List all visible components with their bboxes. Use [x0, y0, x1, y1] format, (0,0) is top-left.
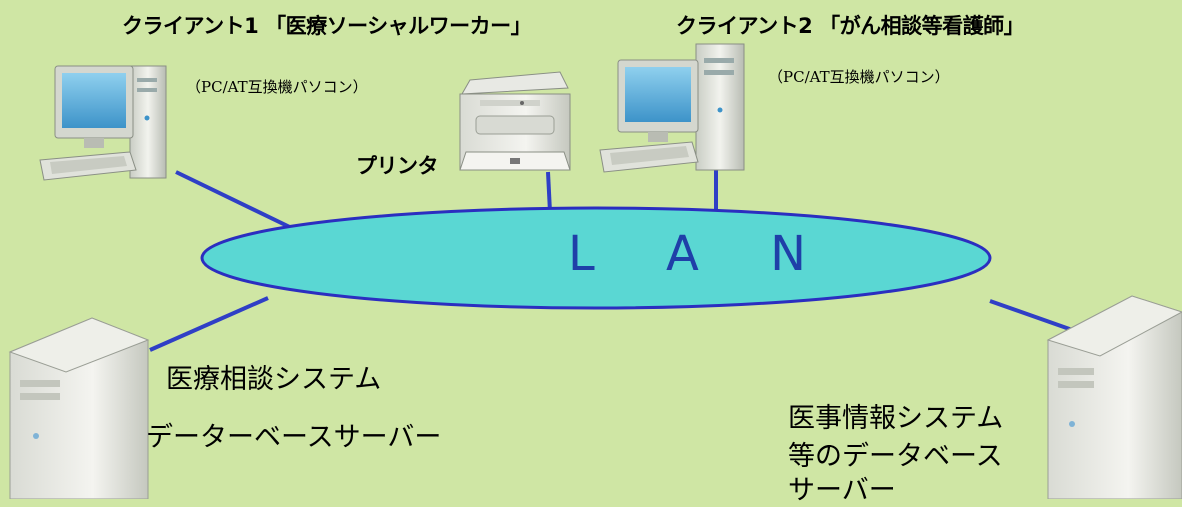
server-left-line2: データーベースサーバー [146, 422, 442, 453]
link-printer [546, 171, 552, 213]
lan-label: L A N [568, 226, 834, 282]
lan-ellipse [200, 206, 992, 310]
client1-subtitle: （PC/AT互換機パソコン） [186, 78, 368, 96]
server-right-icon [1046, 295, 1182, 499]
client1-title: クライアント1 「医療ソーシャルワーカー」 [122, 14, 532, 38]
printer-label: プリンタ [356, 154, 439, 178]
client2-pc-icon [599, 43, 745, 173]
server-right-line3: サーバー [788, 475, 896, 506]
server-left-icon [8, 317, 150, 499]
client2-title: クライアント2 「がん相談等看護師」 [676, 14, 1025, 38]
link-server-right [989, 299, 1079, 334]
server-left-line1: 医療相談システム [166, 364, 382, 395]
client1-pc-icon [39, 65, 167, 181]
server-right-line2: 等のデータベース [788, 441, 1003, 472]
link-client1 [175, 170, 301, 234]
link-server-left [149, 296, 269, 352]
connection-lines [149, 170, 1079, 352]
client2-subtitle: （PC/AT互換機パソコン） [768, 68, 950, 86]
server-right-line1: 医事情報システム [788, 403, 1004, 434]
printer-icon [459, 71, 571, 171]
